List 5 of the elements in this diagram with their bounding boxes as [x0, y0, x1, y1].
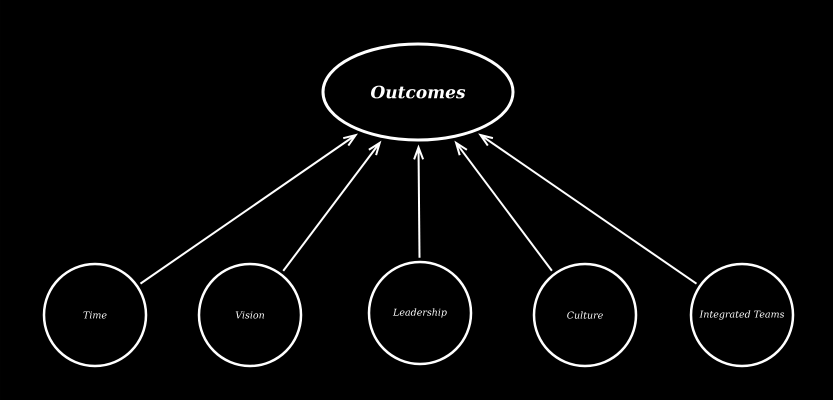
- arrow: [478, 133, 698, 284]
- arrow: [140, 133, 358, 284]
- arrow: [454, 140, 553, 272]
- arrow: [413, 144, 424, 258]
- arrow: [282, 140, 382, 272]
